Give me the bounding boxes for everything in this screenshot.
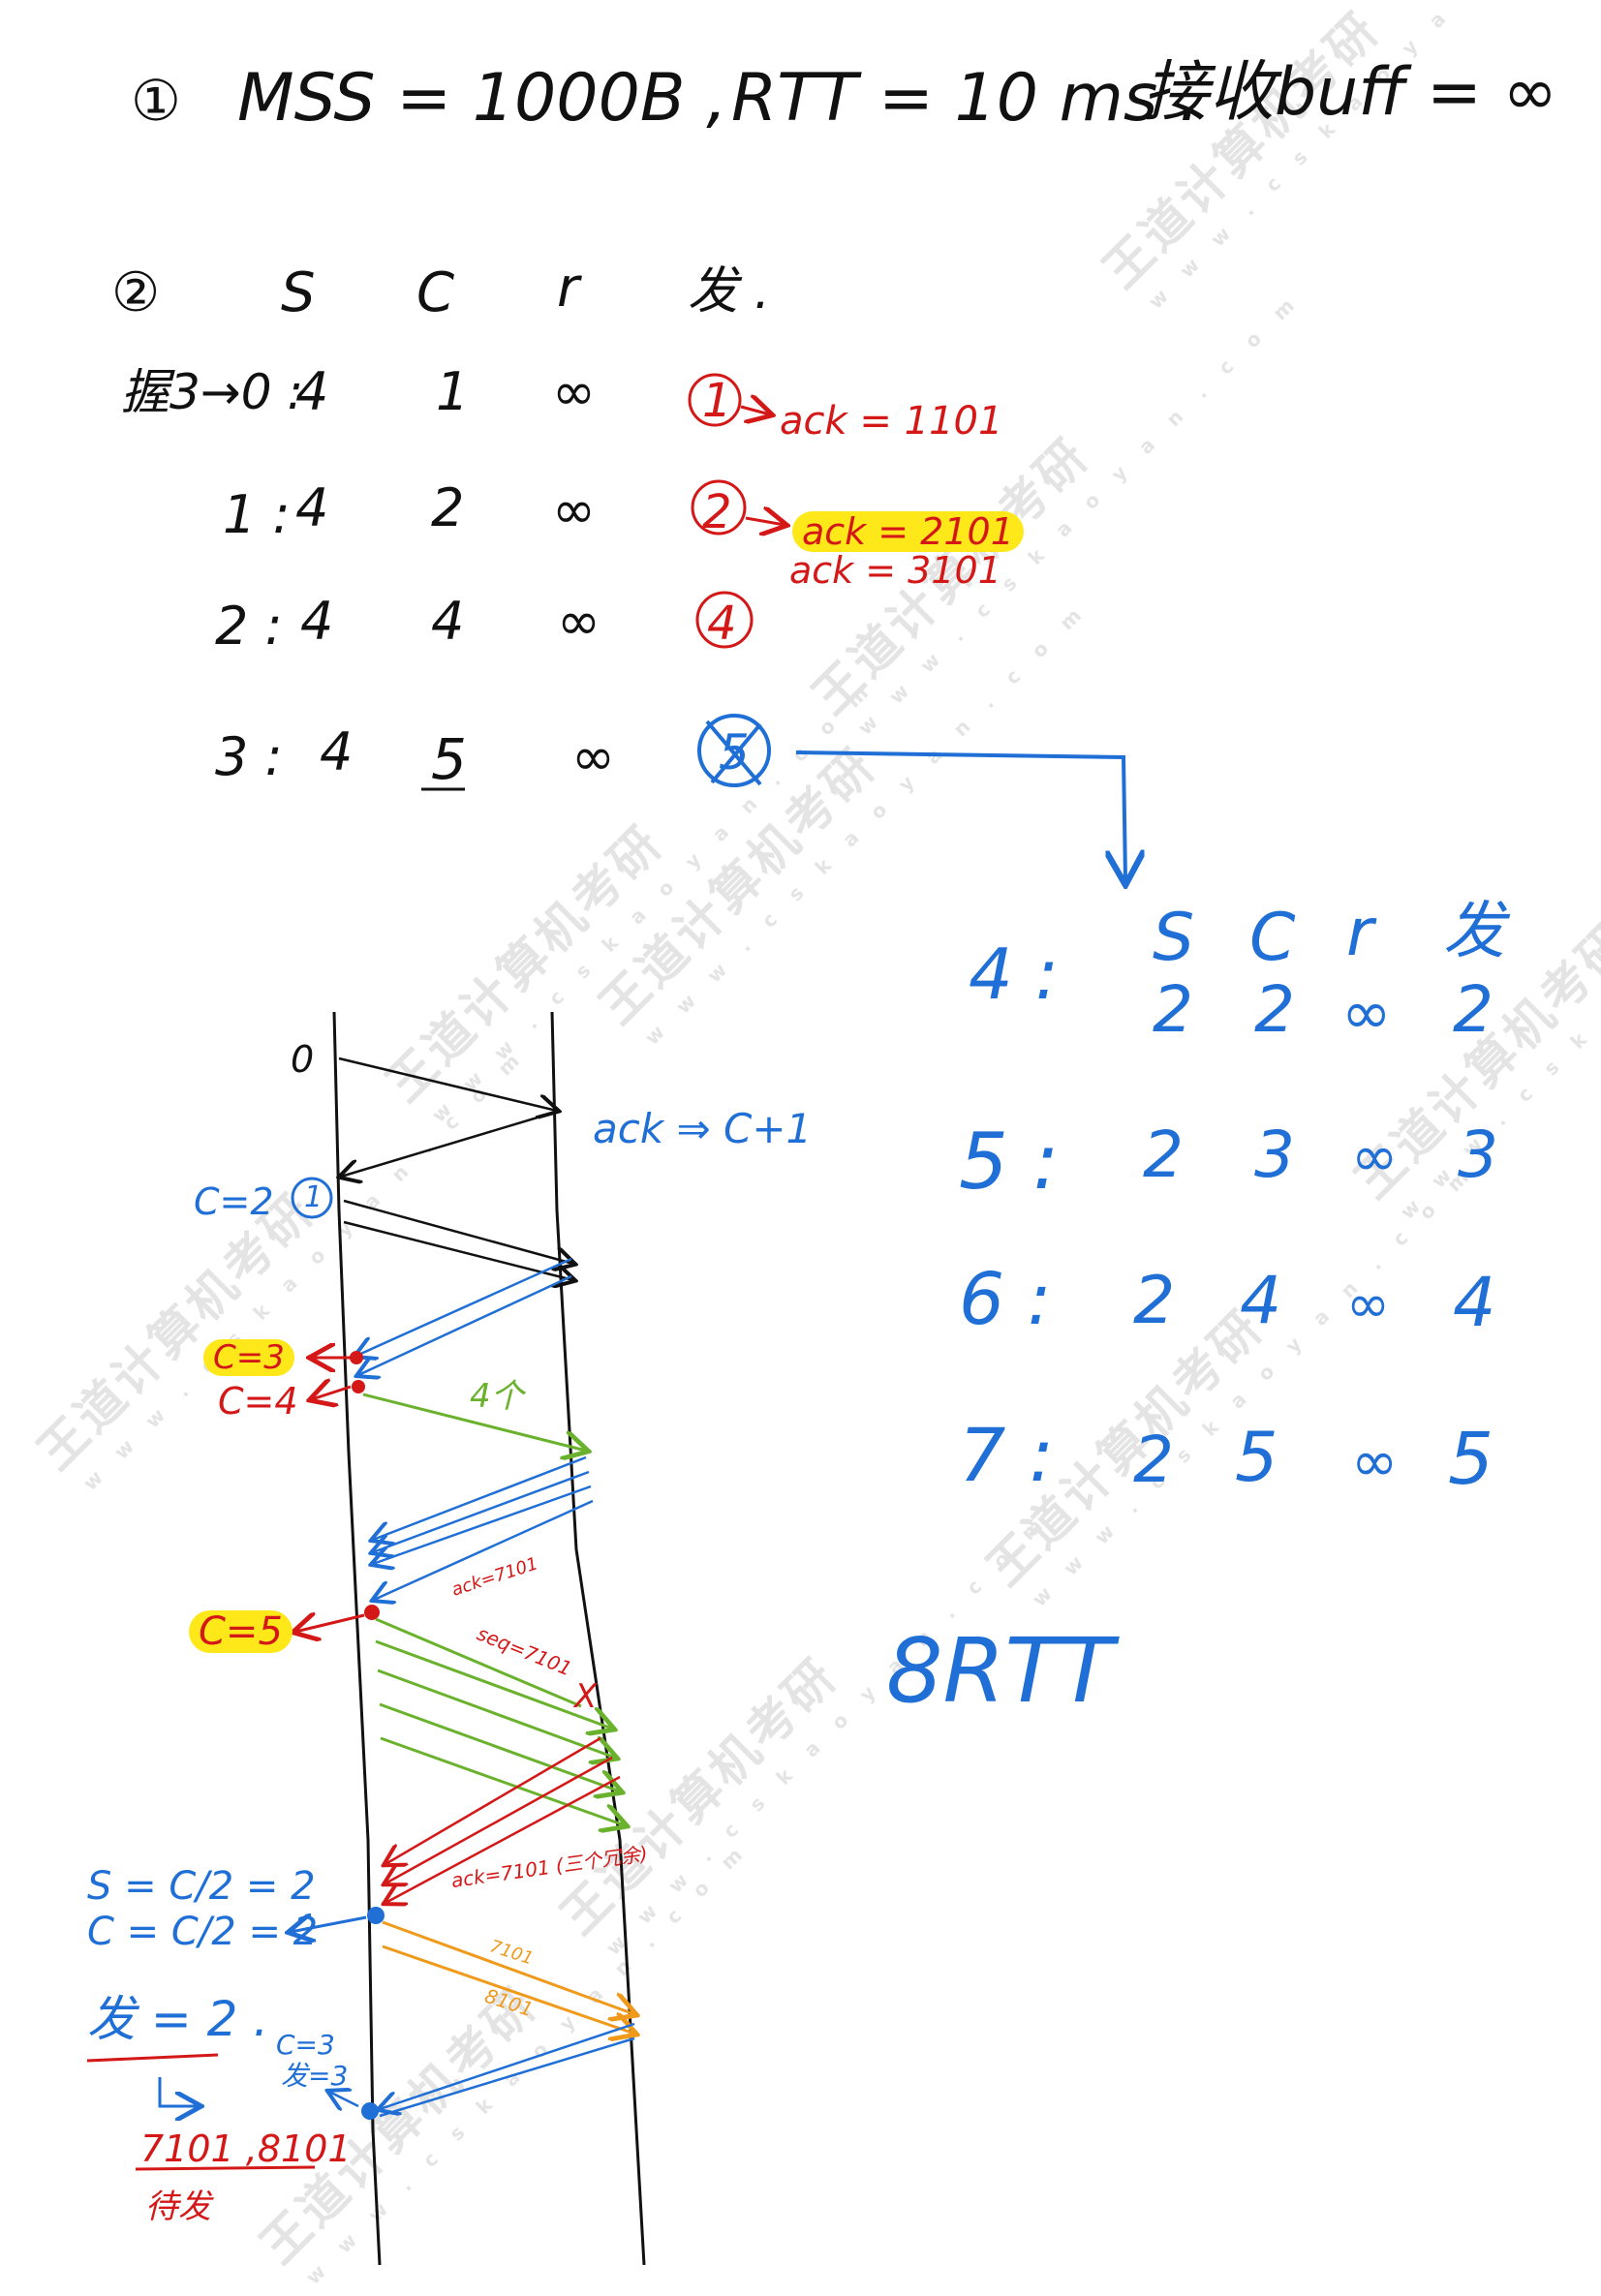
table2-row-send: 3: [1458, 1117, 1498, 1192]
table2-row-r: ∞: [1351, 1123, 1399, 1189]
rtt-text: RTT = 10 ms .: [731, 60, 1200, 137]
mss-text: MSS = 1000B ,: [237, 60, 727, 137]
table2-row-r: ∞: [1346, 1273, 1390, 1334]
table2-row-send: 5: [1448, 1418, 1494, 1501]
pending-seq-label: 7101 ,8101: [140, 2128, 352, 2170]
send-circle: [695, 591, 754, 649]
table1-header-r: r: [557, 257, 580, 320]
table1-row-s: 4: [295, 477, 329, 538]
c4-label: C=4: [218, 1380, 298, 1423]
send-circle: [688, 373, 742, 427]
table1-row-label: 1 :: [223, 484, 291, 545]
table1-row-c: 1: [436, 361, 470, 422]
table1-row-send: 1: [702, 374, 732, 428]
table2-row-s: 2: [1143, 1117, 1184, 1192]
item-number-1: ①: [131, 68, 181, 134]
c3-label: C=3: [203, 1339, 294, 1376]
table2-row-r: ∞: [1351, 1428, 1399, 1494]
c2-circle-label: 1: [304, 1180, 323, 1214]
table1-row-s: 4: [295, 361, 329, 422]
table2-header-r: r: [1346, 895, 1373, 971]
ack-note-highlighted: ack = 2101: [792, 511, 1024, 552]
send-circle: [697, 714, 771, 787]
table2-row-c: 5: [1235, 1418, 1278, 1497]
ack-rule-label: ack ⇒ C+1: [593, 1105, 813, 1152]
table2-row-label: 5 :: [959, 1117, 1060, 1207]
table1-row-c: 5: [431, 726, 467, 792]
four-segments-label: 4个: [470, 1377, 524, 1416]
table1-row-label: 2 :: [215, 596, 283, 657]
table1-row-c: 2: [431, 477, 465, 538]
arrow-to-ack: [740, 407, 770, 414]
pending-label: 待发: [145, 2188, 211, 2226]
receiver-timeline: [550, 1011, 646, 2265]
table1-row-s: 4: [300, 591, 334, 652]
send-circle: [691, 479, 747, 536]
table1-row-label: 3 :: [215, 726, 283, 787]
time-zero-label: 0: [291, 1038, 315, 1081]
table2-row-send: 2: [1453, 972, 1493, 1047]
table1-row-label: 握3→0 :: [121, 364, 304, 420]
table2-row-s: 2: [1133, 1423, 1174, 1497]
total-rtt: 8RTT: [886, 1619, 1114, 1723]
table2-row-c: 3: [1254, 1117, 1295, 1192]
cross-mark: [705, 719, 762, 786]
table1-row-r: ∞: [552, 479, 596, 540]
table1-header-send: 发 .: [688, 262, 771, 321]
table1-row-send: 4: [707, 597, 737, 651]
table2-row-label: 7 :: [959, 1412, 1055, 1498]
table1-header-s: S: [281, 261, 316, 324]
table1-row-r: ∞: [571, 726, 615, 787]
arrow-to-ack: [745, 518, 785, 525]
table1-header-c: C: [416, 261, 455, 324]
send-3-label: 发=3: [281, 2060, 349, 2092]
table2-row-r: ∞: [1341, 977, 1392, 1048]
table2-header-send: 发: [1443, 896, 1505, 967]
table1-row-c: 4: [431, 591, 465, 652]
table2-row-s: 2: [1133, 1263, 1176, 1339]
buffer-text: 接收buff = ∞: [1143, 54, 1558, 131]
table2-row-label: 4 :: [969, 934, 1059, 1015]
table1-row-r: ∞: [557, 591, 600, 652]
table2-row-s: 2: [1153, 972, 1193, 1047]
table2-row-send: 4: [1453, 1263, 1496, 1342]
s-half-label: S = C/2 = 2: [87, 1864, 316, 1909]
ack-note: ack = 3101: [789, 549, 1001, 592]
table1-row-r: ∞: [552, 361, 596, 422]
c2-circle: [291, 1177, 333, 1219]
c-half-label: C = C/2 = 2: [87, 1910, 319, 1954]
ack-note: ack = 1101: [780, 399, 1003, 444]
lost-mark: X: [574, 1677, 598, 1716]
table2-row-c: 2: [1254, 972, 1295, 1047]
c2-label: C=2: [194, 1180, 274, 1223]
item-number-2: ②: [111, 261, 161, 324]
send-2-label: 发 = 2 .: [87, 1991, 269, 2047]
c5-label: C=5: [189, 1610, 292, 1653]
table2-row-label: 6 :: [959, 1258, 1052, 1341]
table1-row-s: 4: [320, 721, 354, 782]
table2-header-s: S: [1153, 900, 1195, 976]
c3-after-label: C=3: [276, 2029, 335, 2061]
table1-row-send: 2: [702, 485, 732, 539]
table2-header-c: C: [1249, 900, 1296, 976]
table2-row-c: 4: [1240, 1263, 1282, 1339]
continue-arrow: [795, 750, 1125, 881]
